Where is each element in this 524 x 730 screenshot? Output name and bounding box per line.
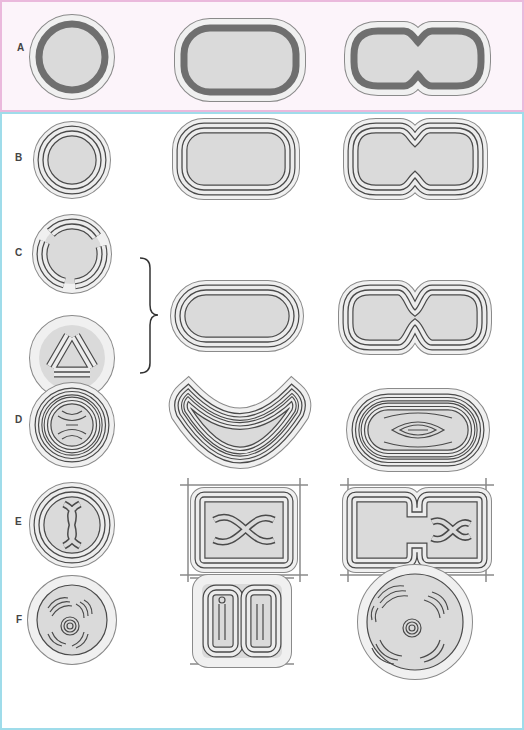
cell-e1 <box>39 492 105 558</box>
rows-b-f-panel <box>1 113 523 729</box>
row-letter: B <box>15 153 22 163</box>
cell-f1 <box>37 585 107 655</box>
cell-wall <box>180 478 308 582</box>
cell-d1 <box>43 396 101 454</box>
row-a-panel <box>1 1 523 111</box>
cell-b1 <box>43 131 101 189</box>
cell-e3 <box>352 497 482 563</box>
cell-c1-triangle <box>39 325 105 391</box>
cell-a1 <box>39 24 105 90</box>
cell-e2 <box>200 497 288 563</box>
row-letter: F <box>16 615 22 625</box>
cell-c1-arcs <box>42 224 102 284</box>
cell-wall <box>190 578 294 664</box>
row-letter: D <box>15 415 22 425</box>
row-letter: E <box>15 517 22 527</box>
cell-d3 <box>360 402 476 458</box>
bracket <box>140 258 158 373</box>
row-letter: C <box>15 248 22 258</box>
cell-a3 <box>354 31 481 86</box>
cell-d2 <box>183 395 298 455</box>
cell-a2 <box>184 28 296 92</box>
cell-b2 <box>182 128 290 190</box>
row-letter: A <box>17 43 24 53</box>
cell-c3 <box>348 290 482 345</box>
cell-c2 <box>180 290 294 342</box>
cell-b3 <box>353 128 478 190</box>
cell-f2 <box>202 584 282 658</box>
cell-f3 <box>367 574 463 670</box>
